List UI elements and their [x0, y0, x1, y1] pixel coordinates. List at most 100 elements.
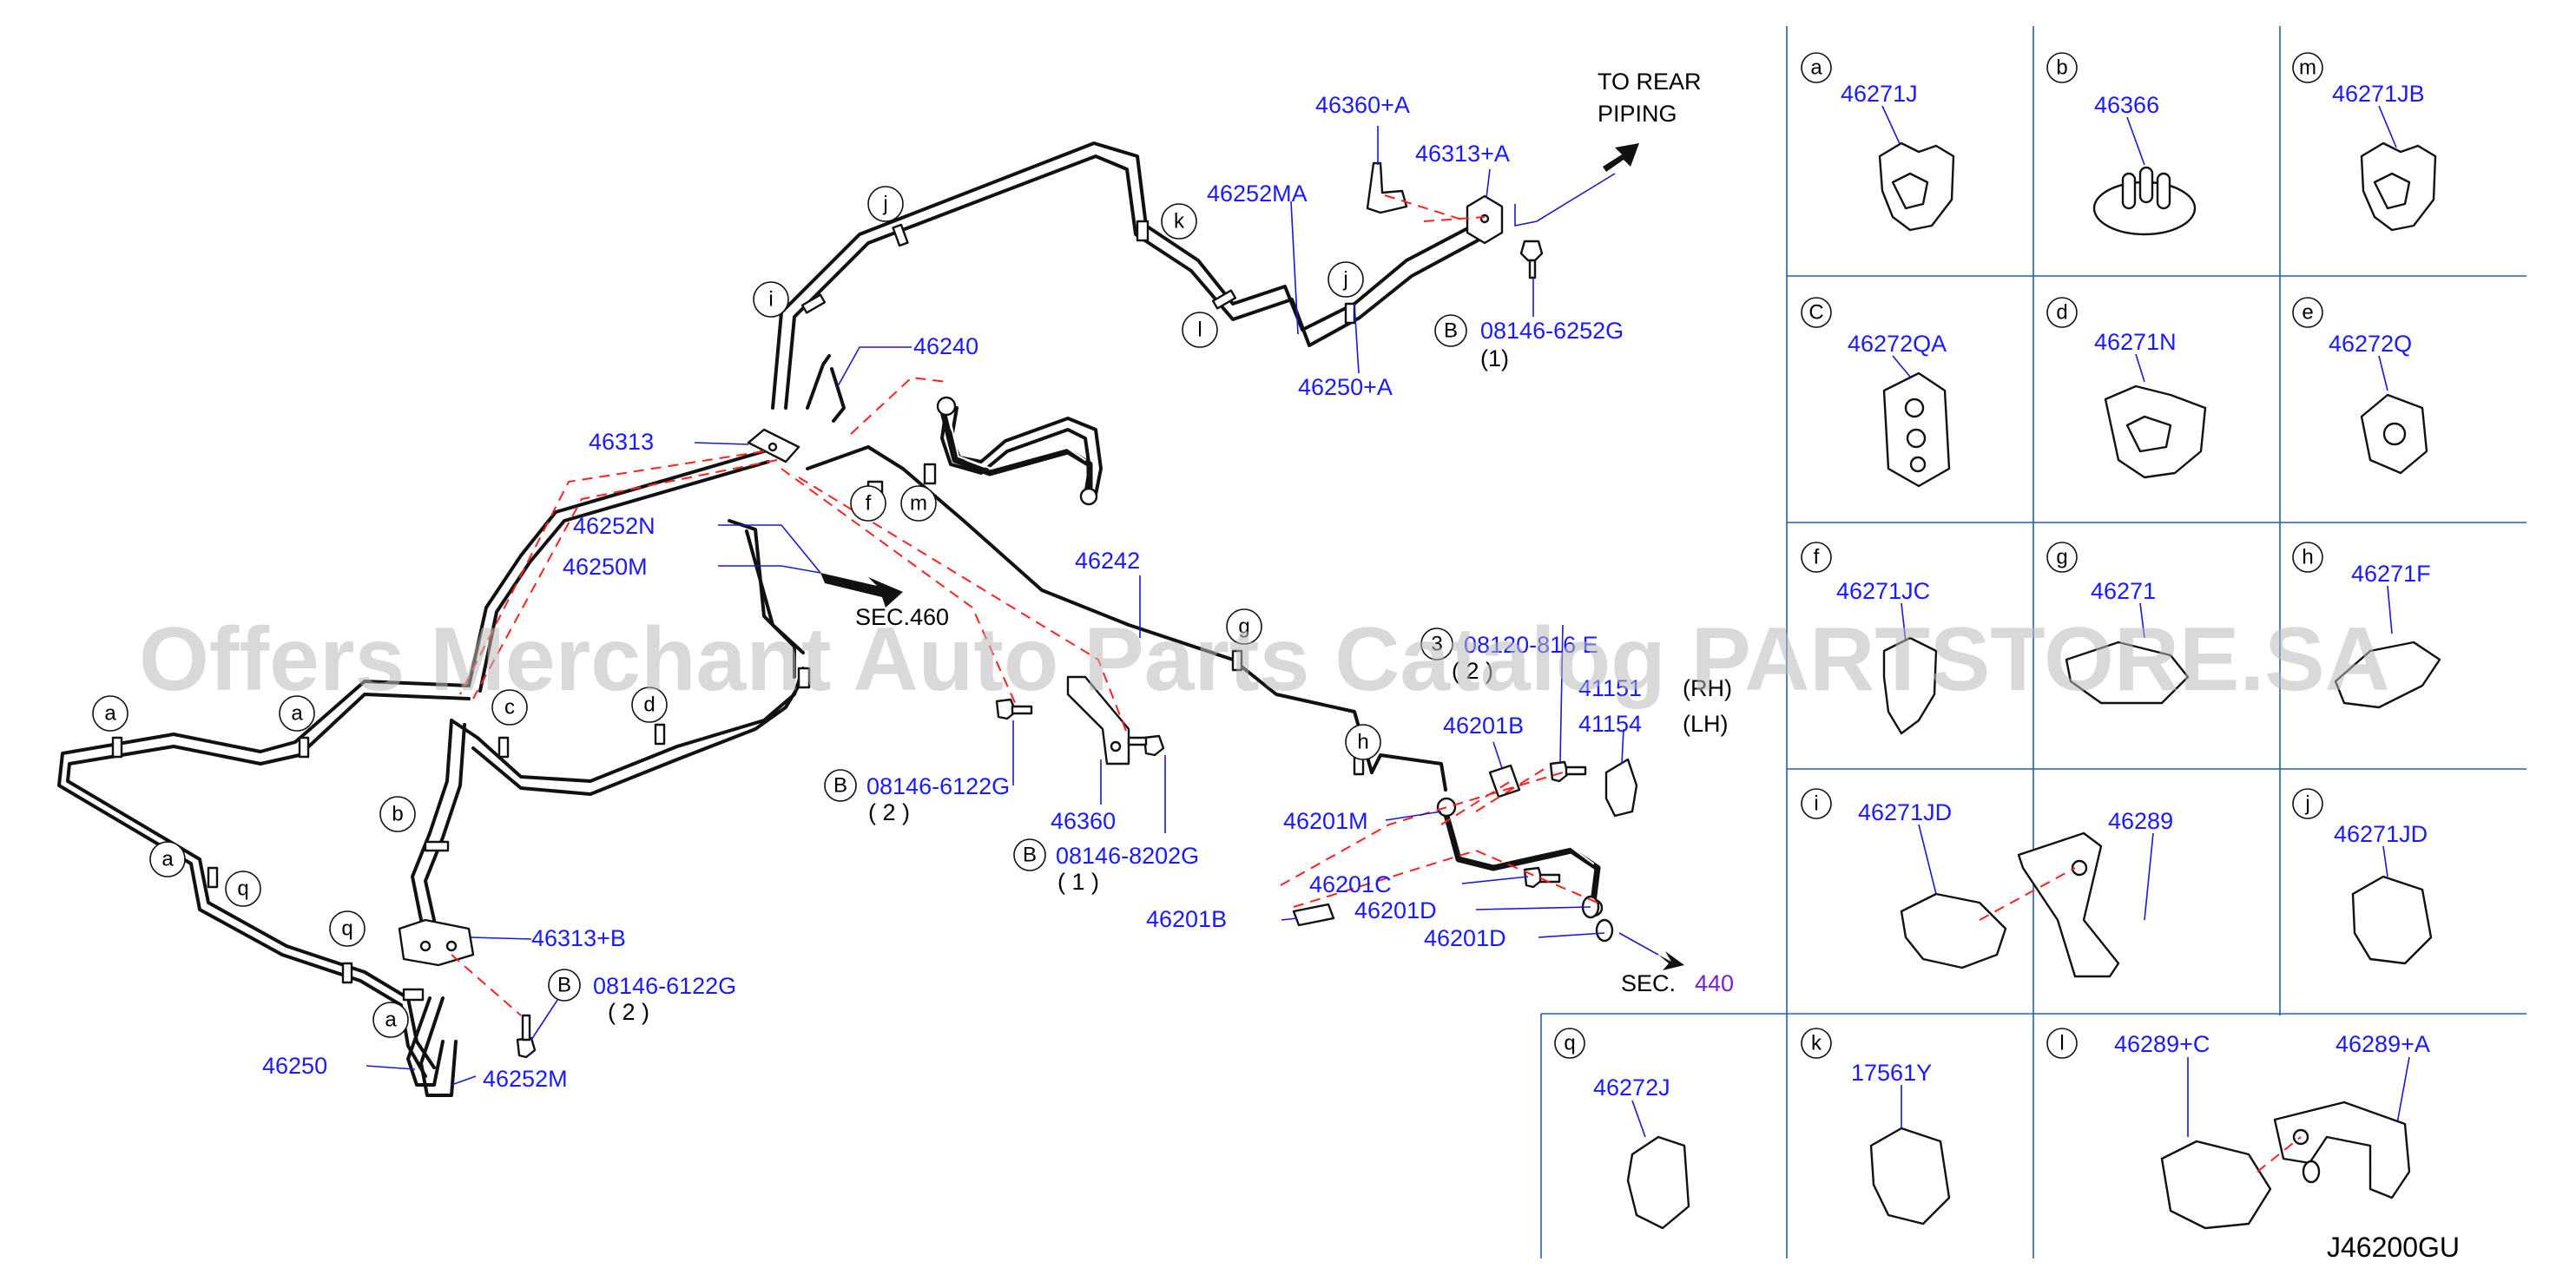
bolt-08146-8202g: 08146-8202G	[1056, 843, 1199, 869]
callout-b: b	[379, 796, 416, 832]
svg-text:c: c	[504, 696, 515, 720]
part-46201C: 46201C	[1309, 871, 1392, 897]
callout-l: l	[1182, 312, 1218, 348]
bolt-marker-3: 3	[1420, 628, 1453, 660]
sec-460: SEC.460	[855, 604, 949, 630]
svg-text:k: k	[1811, 1032, 1822, 1055]
svg-text:a: a	[291, 702, 303, 726]
svg-text:e: e	[2302, 301, 2313, 325]
callout-q-2: q	[329, 910, 366, 947]
legend-cell-b: b 46366	[2046, 52, 2197, 236]
brake-hoses	[936, 396, 1604, 917]
svg-text:a: a	[161, 848, 174, 871]
part-46313A: 46313+A	[1415, 141, 1510, 167]
svg-text:h: h	[2302, 546, 2313, 569]
svg-text:46271N: 46271N	[2094, 329, 2177, 355]
callout-c: c	[491, 689, 528, 726]
part-46242: 46242	[1075, 548, 1140, 574]
callout-g: g	[1226, 608, 1262, 645]
part-46201D-2: 46201D	[1424, 925, 1506, 951]
part-46250: 46250	[262, 1053, 327, 1079]
svg-text:i: i	[768, 288, 773, 312]
legend-cell-c: C 46272QA	[1801, 297, 1951, 488]
bolt-08146-6122g-b-qty: ( 2 )	[608, 999, 649, 1025]
svg-text:f: f	[866, 492, 872, 516]
part-number-labels: TO REAR PIPING 46360+A 46313+A 46252MA 4…	[262, 69, 1734, 1092]
callout-q-1: q	[225, 871, 261, 907]
callout-a-1: a	[92, 695, 128, 732]
bolt-08120-816e-qty: ( 2 )	[1452, 658, 1493, 684]
svg-text:g: g	[1238, 615, 1249, 639]
bolt-08146-6122g-a-qty: ( 2 )	[868, 799, 910, 825]
lh-note: (LH)	[1683, 711, 1729, 737]
svg-text:l: l	[2059, 1032, 2064, 1055]
callout-m: m	[900, 485, 937, 522]
part-46250A: 46250+A	[1298, 374, 1393, 400]
part-46240: 46240	[913, 333, 978, 359]
legend-cell-h: h 46271F	[2292, 542, 2441, 709]
direction-arrows	[820, 143, 1684, 970]
svg-text:B: B	[557, 974, 571, 997]
svg-text:b: b	[2056, 56, 2067, 80]
svg-text:46366: 46366	[2094, 92, 2159, 118]
watermark: Offers Merchant Auto Parts Catalog PARTS…	[139, 609, 2390, 710]
part-46201B-bottom: 46201B	[1146, 906, 1227, 932]
svg-text:q: q	[1564, 1032, 1575, 1055]
svg-text:d: d	[2056, 301, 2067, 325]
svg-text:i: i	[1814, 792, 1818, 816]
part-46360: 46360	[1051, 808, 1116, 834]
dashed-assembly-lines	[451, 194, 1598, 1016]
legend-cells: a 46271J b 46366 m 46271JB C 46272QA	[1554, 52, 2441, 1230]
svg-text:j: j	[2304, 792, 2309, 816]
part-46313B: 46313+B	[531, 925, 626, 951]
svg-text:j: j	[882, 193, 887, 216]
svg-text:C: C	[1808, 301, 1823, 325]
part-46252M: 46252M	[483, 1066, 568, 1092]
legend-cell-k: k 17561Y	[1801, 1028, 1951, 1226]
legend-cell-f: f 46271JC	[1801, 542, 1938, 735]
callout-i: i	[753, 281, 789, 318]
svg-text:B: B	[1023, 844, 1037, 867]
bolt-marker-b-top: B	[1434, 314, 1467, 347]
callout-a-4: a	[372, 1002, 409, 1038]
svg-text:46271JD: 46271JD	[1858, 799, 1952, 825]
svg-text:46289+C: 46289+C	[2114, 1031, 2210, 1057]
callout-j-right: j	[1328, 261, 1364, 298]
legend-cell-i: i 46271JD 46289	[1801, 788, 2173, 978]
callout-d: d	[631, 687, 668, 723]
svg-text:3: 3	[1431, 633, 1442, 656]
part-46313: 46313	[589, 429, 654, 455]
svg-text:B: B	[833, 774, 847, 798]
bolt-marker-b-lower: B	[548, 969, 581, 1002]
svg-text:a: a	[1810, 56, 1822, 80]
svg-text:46271JB: 46271JB	[2332, 81, 2425, 107]
legend-cell-d: d 46271N	[2046, 297, 2207, 479]
part-41151: 41151	[1578, 675, 1642, 701]
svg-text:46272QA: 46272QA	[1848, 331, 1947, 357]
bolt-08146-6122g-b: 08146-6122G	[593, 973, 736, 999]
svg-text:l: l	[1197, 319, 1202, 342]
legend-cell-q: q 46272J	[1554, 1028, 1690, 1230]
svg-text:17561Y: 17561Y	[1851, 1060, 1932, 1086]
svg-text:m: m	[2299, 56, 2316, 80]
bolt-marker-b-6122g: B	[824, 769, 857, 802]
svg-text:46272J: 46272J	[1593, 1074, 1670, 1101]
legend-cell-j: j 46271JD	[2292, 788, 2433, 965]
svg-text:b: b	[392, 803, 403, 826]
callout-circles: j k i l j f m g h a a c d b a q q a B B …	[92, 186, 1467, 1038]
part-46252N: 46252N	[573, 513, 656, 539]
svg-text:j: j	[1342, 268, 1347, 292]
legend-cell-g: g 46271	[2046, 542, 2190, 705]
svg-text:a: a	[104, 702, 116, 726]
legend-cell-l: l 46289+C 46289+A	[2046, 1028, 2430, 1230]
part-46201M: 46201M	[1283, 808, 1368, 834]
to-rear-line2: PIPING	[1598, 101, 1677, 127]
legend-grid	[1540, 26, 2527, 1258]
svg-text:q: q	[237, 877, 248, 901]
svg-text:46289+A: 46289+A	[2336, 1031, 2430, 1057]
svg-text:46271F: 46271F	[2351, 561, 2431, 587]
part-46201D-1: 46201D	[1354, 897, 1437, 923]
svg-text:h: h	[1357, 731, 1368, 754]
part-46360A: 46360+A	[1315, 92, 1410, 118]
brake-pipes	[57, 141, 1481, 1097]
